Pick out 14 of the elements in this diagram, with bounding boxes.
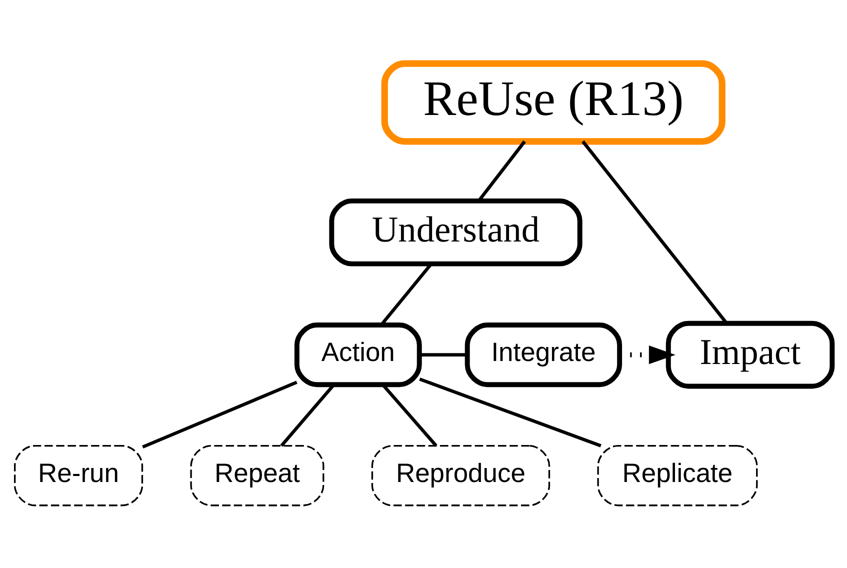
node-box: Re-run: [14, 444, 144, 506]
node-box: Reproduce: [371, 444, 550, 506]
node-box: Replicate: [597, 444, 758, 506]
node-box: ReUse (R13): [381, 60, 726, 144]
node-box: Understand: [329, 198, 582, 266]
node-box: Repeat: [190, 444, 324, 506]
connector: [420, 352, 468, 356]
node-box: Integrate: [464, 322, 622, 387]
connector: [142, 380, 298, 448]
node-box: Action: [294, 322, 422, 387]
node-box: Impact: [666, 320, 835, 388]
connector: [477, 140, 526, 202]
connector: [582, 140, 728, 324]
connector: [419, 377, 602, 447]
